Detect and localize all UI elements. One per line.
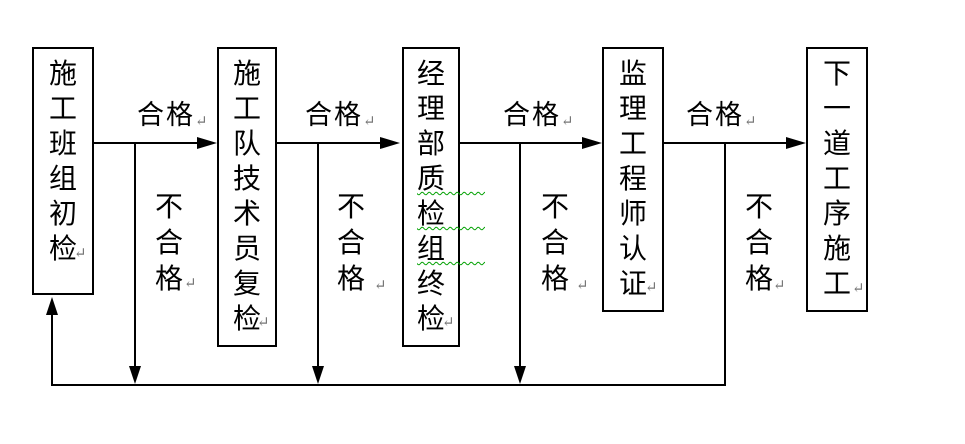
fail-label-2: 不合格	[337, 192, 406, 295]
step-box-crew-initial-inspection: 施工班组初检	[32, 47, 94, 295]
paragraph-mark: ↵	[744, 114, 757, 130]
step-label-next-process: 下一道工序施工	[823, 59, 892, 300]
fail-drop-3-line	[519, 144, 521, 366]
step-label-crew-initial-inspection: 施工班组初检	[49, 59, 118, 265]
pass-arrow-1-arrowhead	[197, 137, 217, 149]
step-box-supervisor-certification: 监理工程师认证	[602, 47, 664, 312]
fail-label-4: 不合格	[745, 192, 814, 295]
fail-drop-3-arrowhead	[514, 366, 526, 384]
feedback-up-arrowhead	[46, 297, 58, 315]
paragraph-mark: ↵	[645, 280, 658, 296]
paragraph-mark: ↵	[773, 278, 786, 294]
pass-label-text: 合格	[137, 100, 195, 130]
pass-label-3: 合格↵	[503, 100, 574, 137]
pass-label-text: 合格	[305, 100, 363, 130]
fail-drop-4-line	[724, 144, 726, 386]
pass-label-text: 合格	[503, 100, 561, 130]
paragraph-mark: ↵	[374, 278, 387, 294]
paragraph-mark: ↵	[852, 281, 865, 297]
fail-drop-2-arrowhead	[312, 366, 324, 384]
step-box-qc-final-inspection: 经理部质检组终检	[402, 47, 460, 347]
pass-label-text: 合格	[686, 100, 744, 130]
step-box-technician-recheck: 施工队技术员复检	[217, 47, 277, 347]
pass-arrow-2-arrowhead	[380, 137, 400, 149]
feedback-riser-line	[51, 315, 53, 384]
step-label-part-before: 经理部	[417, 59, 486, 160]
paragraph-mark: ↵	[195, 114, 208, 130]
paragraph-mark: ↵	[363, 114, 376, 130]
paragraph-mark: ↵	[257, 315, 270, 331]
fail-drop-1-arrowhead	[129, 366, 141, 384]
feedback-bottom-line	[51, 384, 726, 386]
paragraph-mark: ↵	[561, 114, 574, 130]
step-box-next-process: 下一道工序施工	[806, 47, 868, 312]
paragraph-mark: ↵	[74, 246, 87, 262]
pass-arrow-2-line	[277, 142, 381, 144]
paragraph-mark: ↵	[442, 315, 455, 331]
pass-label-2: 合格↵	[305, 100, 376, 137]
pass-arrow-4-line	[664, 142, 787, 144]
step-label-qc-final-inspection: 经理部质检组终检	[417, 57, 445, 337]
fail-label-1: 不合格	[155, 192, 224, 295]
pass-label-4: 合格↵	[686, 100, 757, 137]
step-label-part-after: 终检	[417, 269, 486, 335]
pass-arrow-3-line	[460, 142, 583, 144]
pass-arrow-1-line	[94, 142, 198, 144]
paragraph-mark: ↵	[576, 278, 589, 294]
fail-drop-1-line	[134, 144, 136, 366]
pass-label-1: 合格↵	[137, 100, 208, 137]
step-label-supervisor-certification: 监理工程师认证	[619, 59, 688, 300]
fail-drop-2-line	[317, 144, 319, 366]
fail-label-3: 不合格	[541, 192, 610, 295]
paragraph-mark: ↵	[184, 276, 197, 292]
pass-arrow-4-arrowhead	[786, 137, 806, 149]
spellcheck-underlined-text: 质检组	[417, 164, 486, 265]
step-label-technician-recheck: 施工队技术员复检	[233, 59, 302, 335]
pass-arrow-3-arrowhead	[582, 137, 602, 149]
